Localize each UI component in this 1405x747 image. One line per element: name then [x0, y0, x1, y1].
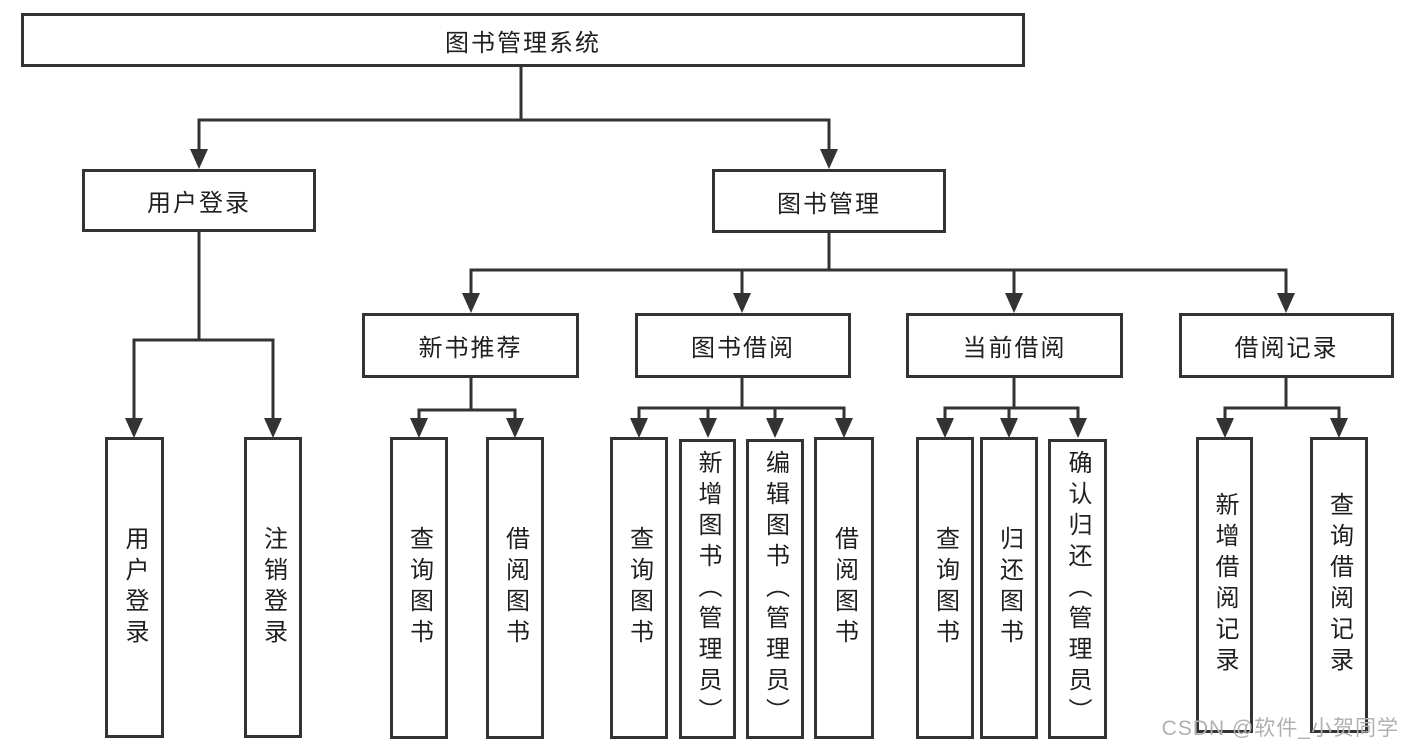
node-current-borrow: 当前借阅 [906, 313, 1123, 378]
connector-root-to-level2 [197, 65, 831, 152]
node-user-login: 用户登录 [82, 169, 316, 232]
connector-user-login-children [132, 230, 275, 421]
node-book-management: 图书管理 [712, 169, 946, 233]
arrow-down-icon [936, 418, 954, 438]
leaf-add-book-admin: 新增图书（管理员） [679, 439, 736, 739]
arrow-down-icon [190, 149, 208, 169]
connector-borrow-record-children [1223, 376, 1341, 421]
arrow-down-icon [733, 293, 751, 313]
leaf-user-login: 用户登录 [105, 437, 164, 738]
arrow-down-icon [462, 293, 480, 313]
node-new-book-recommend: 新书推荐 [362, 313, 579, 378]
connector-book-borrow-children [637, 376, 846, 421]
arrow-down-icon [410, 418, 428, 438]
arrow-down-icon [125, 418, 143, 438]
node-root-system: 图书管理系统 [21, 13, 1025, 67]
arrow-down-icon [1000, 418, 1018, 438]
leaf-query-borrow-record: 查询借阅记录 [1310, 437, 1368, 733]
arrow-down-icon [699, 418, 717, 438]
leaf-query-books-current: 查询图书 [916, 437, 974, 739]
leaf-borrow-books-recommend: 借阅图书 [486, 437, 544, 739]
connector-book-management-children [469, 231, 1288, 296]
leaf-add-borrow-record: 新增借阅记录 [1196, 437, 1253, 733]
arrow-down-icon [1216, 418, 1234, 438]
node-book-borrow: 图书借阅 [635, 313, 851, 378]
leaf-borrow-books: 借阅图书 [814, 437, 874, 739]
arrow-down-icon [1277, 293, 1295, 313]
node-borrow-records: 借阅记录 [1179, 313, 1394, 378]
leaf-return-books: 归还图书 [980, 437, 1038, 739]
leaf-confirm-return-admin: 确认归还（管理员） [1048, 439, 1107, 739]
arrow-down-icon [1069, 418, 1087, 438]
arrow-down-icon [630, 418, 648, 438]
leaf-query-books-recommend: 查询图书 [390, 437, 448, 739]
arrow-down-icon [766, 418, 784, 438]
arrow-down-icon [1330, 418, 1348, 438]
leaf-logout-login: 注销登录 [244, 437, 302, 738]
arrow-down-icon [264, 418, 282, 438]
arrow-down-icon [1005, 293, 1023, 313]
arrow-down-icon [820, 149, 838, 169]
connector-current-borrow-children [943, 376, 1080, 421]
csdn-watermark: CSDN @软件_小贺同学 [1161, 717, 1399, 740]
leaf-query-books-borrow: 查询图书 [610, 437, 668, 739]
leaf-edit-book-admin: 编辑图书（管理员） [746, 439, 804, 739]
arrow-down-icon [835, 418, 853, 438]
arrow-down-icon [506, 418, 524, 438]
connector-new-book-children [417, 376, 517, 421]
